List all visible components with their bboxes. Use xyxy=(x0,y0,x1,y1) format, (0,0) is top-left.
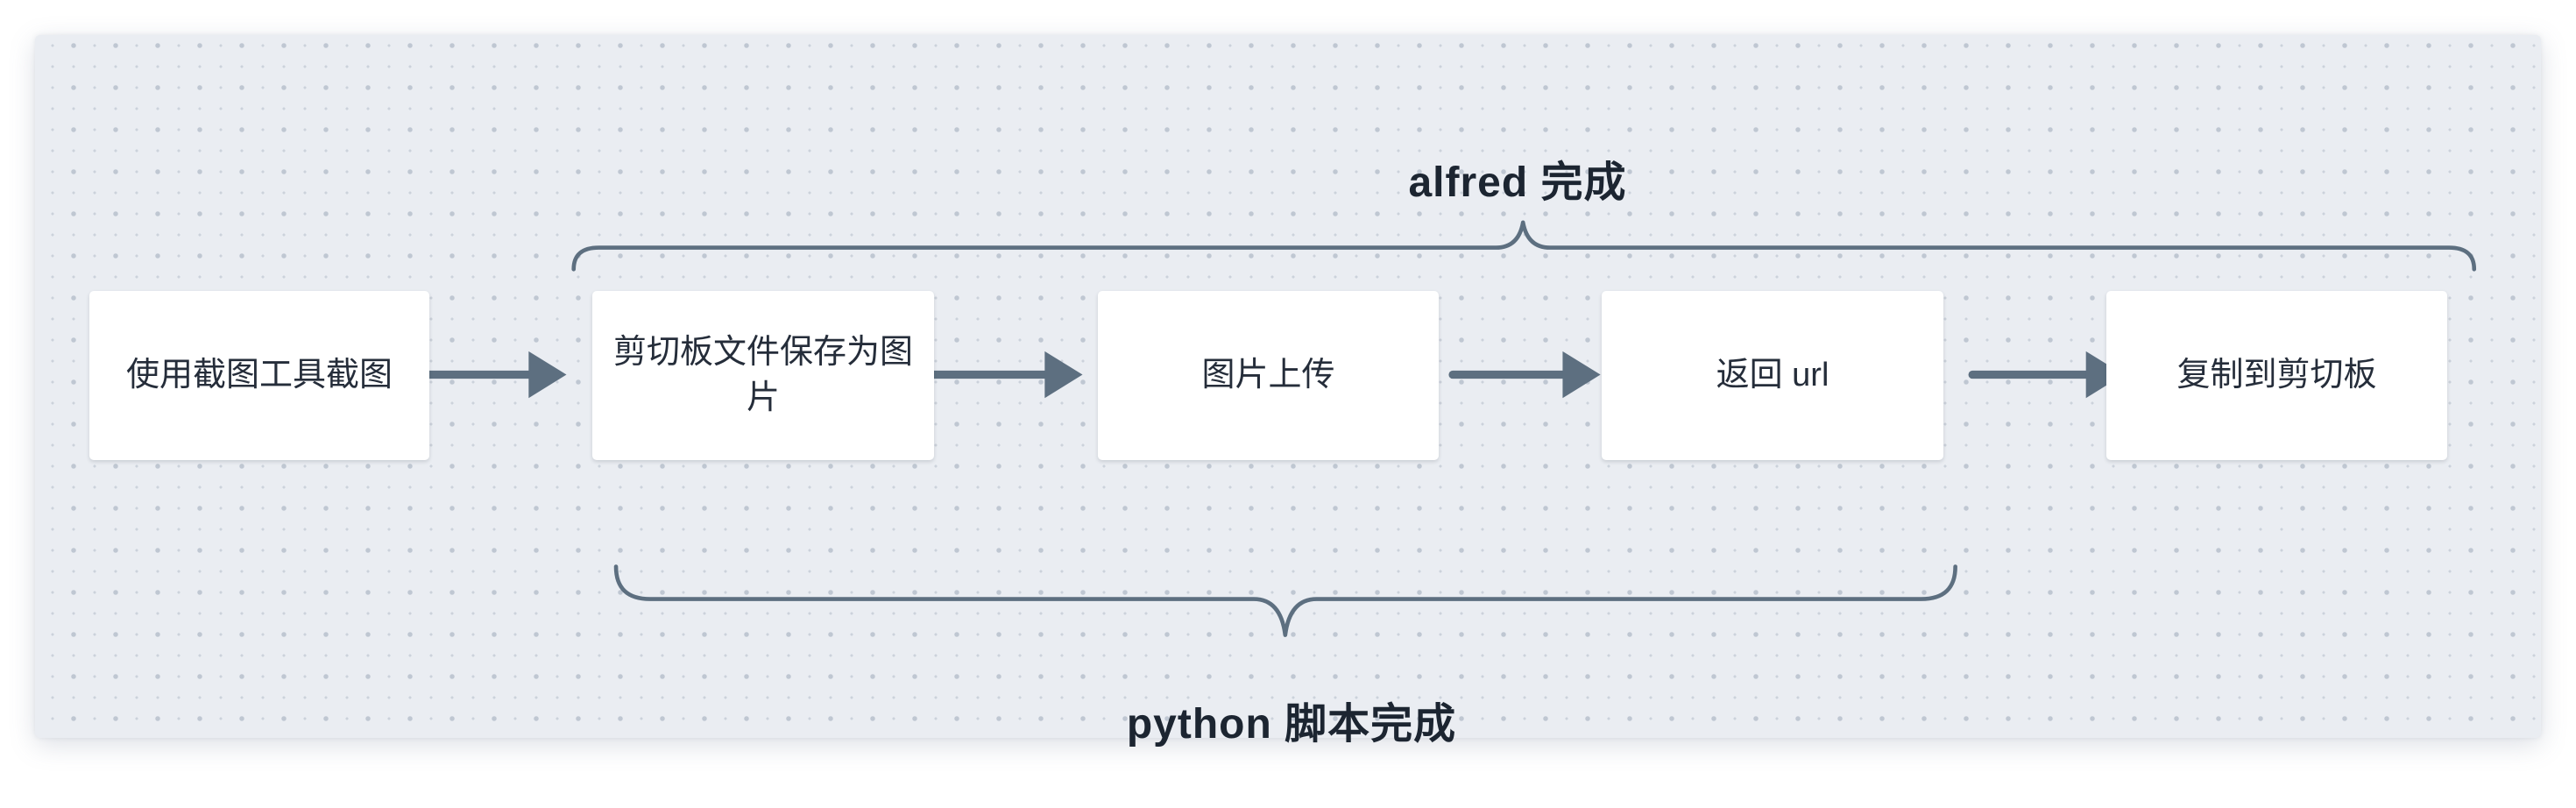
brace-bottom[interactable] xyxy=(613,564,1957,637)
flow-node-upload-image[interactable]: 图片上传 xyxy=(1098,291,1439,460)
brace-top[interactable] xyxy=(571,220,2477,272)
flow-arrow-2[interactable] xyxy=(930,351,1083,399)
flow-node-label: 返回 url xyxy=(1716,356,1829,393)
flow-node-label: 复制到剪切板 xyxy=(2176,356,2377,393)
brace-label-alfred[interactable]: alfred 完成 xyxy=(1408,159,1627,206)
flow-node-save-clipboard-image[interactable]: 剪切板文件保存为图片 xyxy=(592,291,934,460)
flow-arrow-3[interactable] xyxy=(1448,351,1601,399)
flow-node-screenshot[interactable]: 使用截图工具截图 xyxy=(89,291,429,460)
flow-node-return-url[interactable]: 返回 url xyxy=(1602,291,1943,460)
connector-layer xyxy=(411,220,2477,637)
flow-node-copy-to-clipboard[interactable]: 复制到剪切板 xyxy=(2106,291,2447,460)
flow-arrow-4[interactable] xyxy=(1968,351,2124,399)
flow-arrow-1[interactable] xyxy=(411,351,567,399)
diagram-canvas[interactable]: 使用截图工具截图 剪切板文件保存为图片 图片上传 返回 url 复制到剪切板 a… xyxy=(35,35,2541,748)
flow-node-label: 剪切板文件保存为图片 xyxy=(612,334,913,416)
flow-node-label: 使用截图工具截图 xyxy=(125,356,393,393)
flow-node-label: 图片上传 xyxy=(1201,356,1335,393)
brace-label-python[interactable]: python 脚本完成 xyxy=(1126,701,1457,748)
